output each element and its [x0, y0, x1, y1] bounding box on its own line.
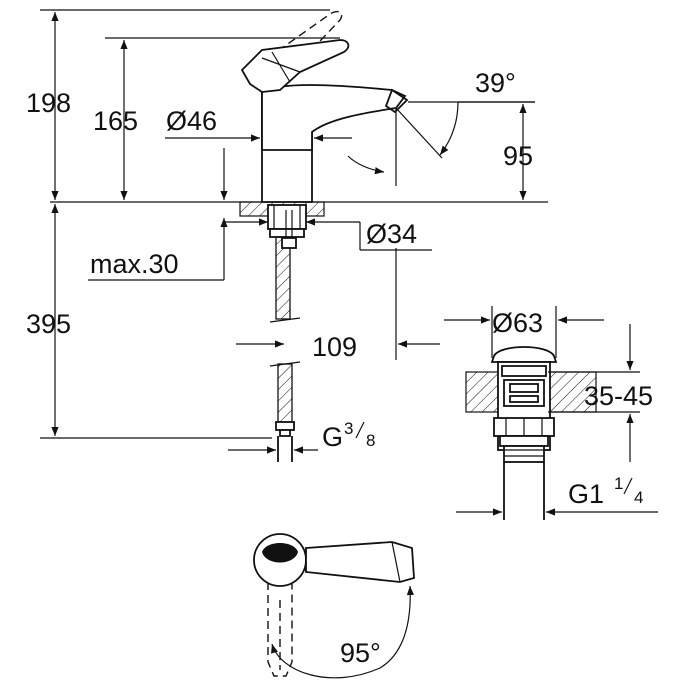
spout-top — [305, 541, 415, 583]
dim-39-label: 39° — [475, 68, 516, 98]
dim-g38-den: 8 — [366, 431, 375, 450]
faucet-spout — [261, 84, 407, 151]
angle-39-arc-left — [347, 155, 385, 175]
dim-g114-slash — [623, 477, 633, 495]
dim-3545-label: 35-45 — [584, 381, 653, 411]
faucet-top-view: 95° — [253, 533, 415, 679]
waste-cap — [490, 346, 558, 363]
dim-95-label: 95 — [503, 141, 533, 171]
pop-up-waste: Ø63 35-45 G1 1 4 — [444, 306, 658, 520]
lever-handle — [240, 39, 350, 93]
body-top-cap — [262, 543, 298, 563]
dim-395-label: 395 — [26, 309, 71, 339]
dim-63-label: Ø63 — [492, 308, 543, 338]
angle-ray — [395, 107, 443, 159]
dim-g38-num: 3 — [344, 419, 353, 438]
dim-165-label: 165 — [93, 106, 138, 136]
dim-g114-den: 4 — [634, 488, 643, 507]
supply-hose-upper — [275, 210, 297, 320]
dim-g114-num: 1 — [614, 474, 623, 493]
dim-34-label: Ø34 — [366, 219, 417, 249]
mounting-washer — [269, 228, 305, 238]
dim-g38-main: G — [322, 422, 343, 452]
angle-39-arc — [439, 101, 459, 156]
lever-detail — [261, 51, 301, 83]
supply-hose-lower — [275, 363, 295, 462]
rotation-arc — [271, 585, 415, 679]
dim-109-label: 109 — [312, 332, 357, 362]
aerator — [384, 88, 409, 114]
dim-g38-slash — [355, 421, 365, 439]
dim-95deg-label: 95° — [340, 638, 381, 668]
faucet-side-view: 198 165 Ø46 39° 95 Ø34 max.30 — [26, 9, 548, 462]
dim-max30-label: max.30 — [90, 249, 179, 279]
dim-198-label: 198 — [26, 88, 71, 118]
dim-g114-main: G1 — [568, 479, 604, 509]
dim-46-label: Ø46 — [166, 106, 217, 136]
hose-break-top — [269, 317, 301, 323]
